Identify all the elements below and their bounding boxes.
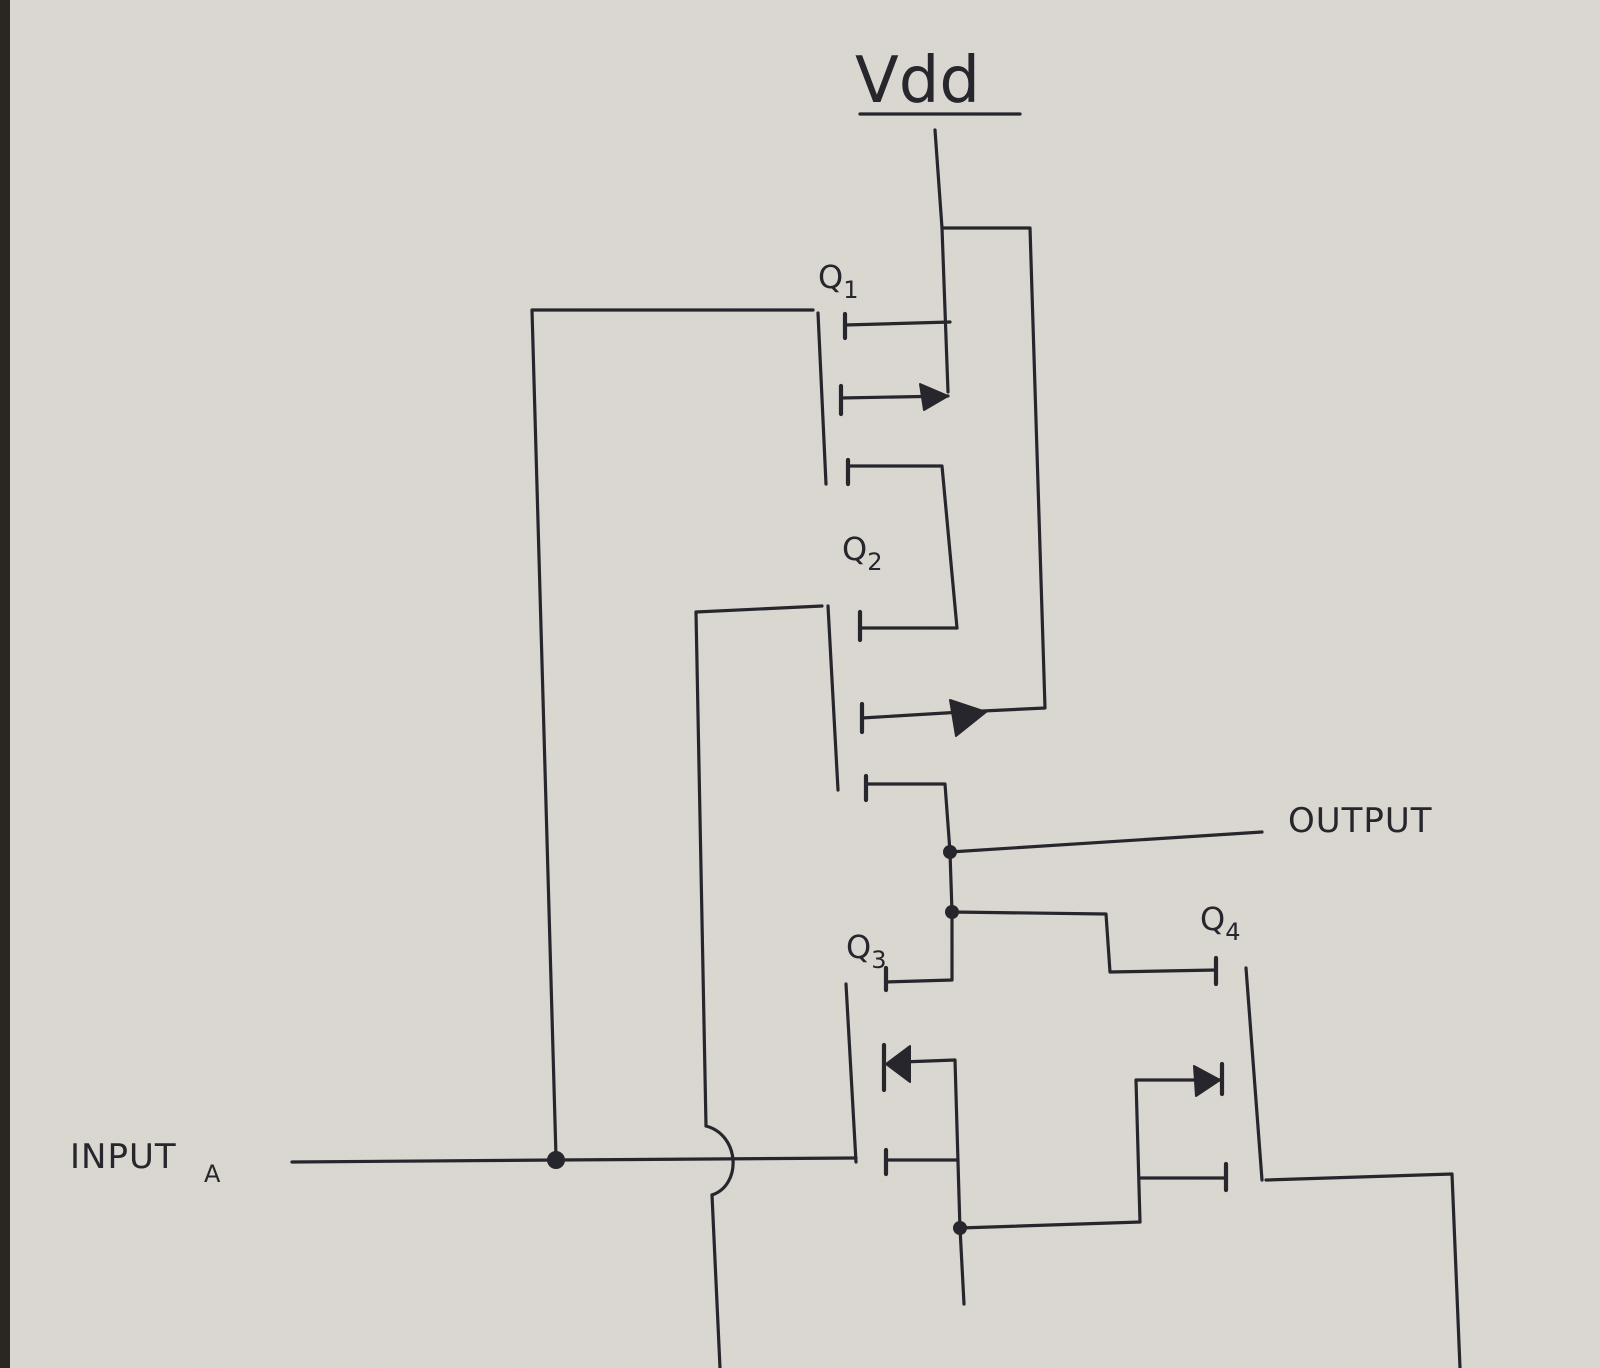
q2-gate-plate	[826, 604, 840, 792]
input-subscript: A	[204, 1160, 221, 1188]
q1-body-arrow	[919, 383, 949, 411]
q3-body-arrow	[885, 1045, 911, 1083]
q3-body-wire	[900, 1058, 962, 1232]
q1-gate-plate	[816, 311, 828, 486]
q2-source-wire	[864, 782, 952, 854]
q4-drain-wire	[950, 910, 1218, 974]
q3-label: Q3	[846, 928, 886, 974]
q2-label: Q2	[842, 530, 882, 576]
q4-label: Q4	[1200, 900, 1240, 946]
transistor-q1: Q1	[816, 258, 959, 630]
transistor-q4: Q4	[950, 900, 1462, 1368]
source-down-wire	[958, 1226, 966, 1306]
q2-body-wire	[860, 710, 964, 720]
source-common-wire	[958, 1220, 1142, 1230]
input-label: INPUT	[70, 1137, 177, 1177]
q2-gate-feed-wire	[694, 604, 824, 1128]
q4-gate-feed-wire	[1264, 1172, 1462, 1368]
output-wire	[948, 830, 1264, 854]
q1-drain-wire	[843, 320, 952, 327]
q4-gate-plate	[1244, 966, 1264, 1182]
q1-label: Q1	[818, 258, 858, 304]
output-label: OUTPUT	[1288, 801, 1433, 841]
transistor-q2: Q2	[826, 530, 987, 854]
input-junction-dot	[547, 1151, 565, 1169]
q2-body-arrow	[949, 699, 987, 737]
q3-drain-wire	[884, 910, 954, 984]
q1-source-wire	[846, 464, 959, 630]
q4-body-arrow	[1193, 1065, 1221, 1097]
vdd-to-q1-wire	[940, 226, 950, 394]
transistor-q3: Q3	[844, 910, 962, 1232]
q4-body-wire	[1134, 1078, 1224, 1224]
q2-gate-feed-lower-wire	[710, 1193, 722, 1368]
q3-gate-plate	[844, 982, 858, 1164]
output-node-drop-wire	[948, 850, 954, 914]
paper-sheet	[10, 0, 1600, 1368]
vdd-label: Vdd	[855, 44, 980, 118]
q1-gate-feed-wire	[530, 308, 815, 1159]
vdd-rail-wire	[933, 128, 1047, 714]
